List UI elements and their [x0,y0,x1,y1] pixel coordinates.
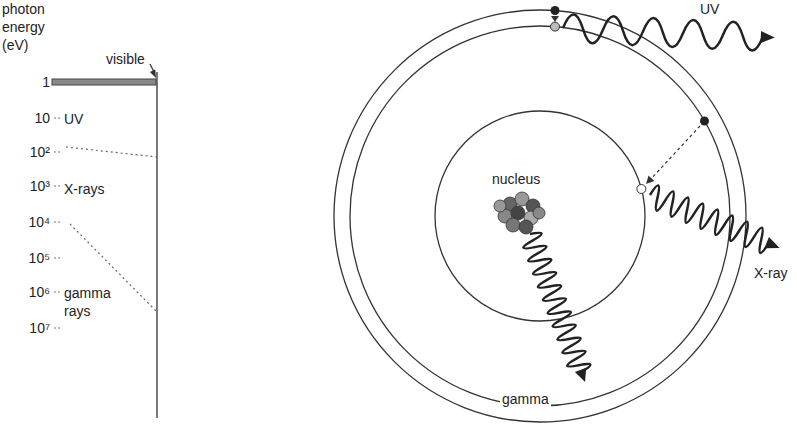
orbit [334,10,746,422]
photon-wave [562,14,763,51]
band-label: UV [64,110,83,128]
photon-label: gamma [500,390,551,408]
band-label: gamma rays [64,284,116,320]
nucleon [506,218,520,232]
scale-axis [156,72,157,418]
tick-mark [54,117,61,118]
tick-mark [54,185,61,186]
nucleon [519,220,533,234]
gamma-photon [520,230,596,386]
photon-label: X-ray [752,264,789,282]
axis-title: photon energy (eV) [2,0,58,54]
tick-label: 10² [30,143,50,161]
tick-label: 1 [42,73,50,91]
tick-marks [54,118,61,328]
tick-label: 10⁷ [29,319,50,337]
band-label: visible [106,50,145,68]
band-label: X-rays [64,180,104,198]
orbit [435,111,645,321]
tick-label: 10 [34,109,50,127]
nucleon [533,207,545,219]
tick-mark [54,257,61,258]
electron [700,117,709,126]
vacancy [551,22,560,31]
arrowhead [761,31,776,44]
transition-arrow [650,126,700,180]
electron [551,6,560,15]
photon-wave [645,184,773,255]
photon-label: UV [700,0,719,18]
uv-photon [562,14,775,52]
tick-mark [54,221,61,222]
arrowhead [150,69,156,78]
visible-band [52,79,156,85]
band-boundary [66,147,157,157]
nucleon [494,200,506,212]
xray-photon [645,184,784,259]
vacancy [637,185,646,194]
tick-mark [54,151,61,152]
tick-mark [54,291,61,292]
tick-label: 10⁶ [29,283,50,301]
tick-label: 10⁵ [29,249,50,267]
tick-label: 10³ [30,177,50,195]
photon-wave [520,230,592,375]
arrowhead [646,176,654,185]
nucleus-symbol [494,192,545,234]
part-label: nucleus [492,170,540,188]
arrowhead [764,237,781,253]
transition-arrow [551,16,559,22]
tick-mark [54,327,61,328]
arrowhead [575,368,591,384]
tick-label: 10⁴ [28,213,50,231]
